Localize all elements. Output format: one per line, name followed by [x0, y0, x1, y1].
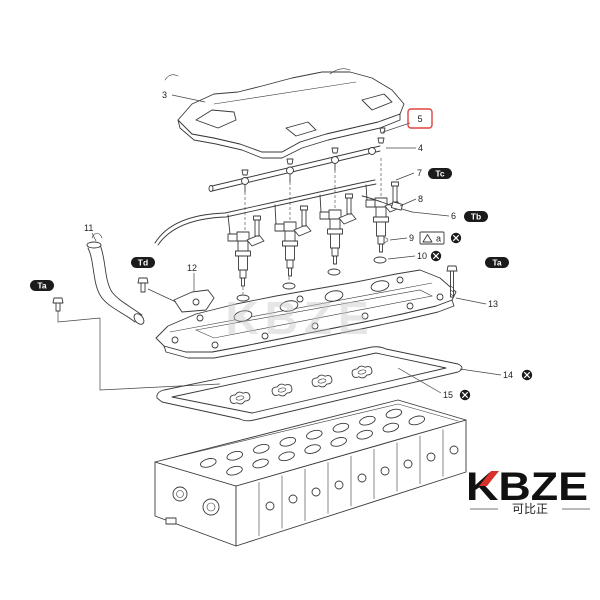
- head-port: [357, 473, 367, 483]
- callout-5: 5: [417, 114, 422, 124]
- torque-tag-tc-label: Tc: [435, 169, 445, 179]
- torque-tag-tc: Tc: [428, 168, 452, 179]
- bolt-td: [137, 277, 149, 293]
- symbol-note-letter: a: [436, 234, 441, 244]
- plug-tube-seal: [270, 381, 294, 399]
- head-port: [288, 494, 298, 504]
- callout-6: 6: [451, 211, 456, 221]
- leader-lines: [57, 94, 502, 394]
- head-port: [265, 501, 275, 511]
- callout-15: 15: [443, 390, 453, 400]
- watermark: KBZE: [225, 292, 374, 344]
- cylinder-head-ribs: [258, 429, 459, 536]
- cam-lobe: [226, 465, 243, 476]
- head-port: [449, 445, 459, 455]
- cylinder-head-cover: [155, 269, 457, 359]
- callout-7: 7: [417, 168, 422, 178]
- brand-logo: KBZE 可比正: [466, 465, 590, 516]
- bolt-ta-right: [446, 265, 458, 298]
- injector-clamp: [338, 193, 357, 225]
- circled-x-icon: [430, 250, 442, 262]
- torque-tag-ta-left: Ta: [30, 280, 54, 291]
- torque-tag-tb-label: Tb: [471, 212, 481, 222]
- head-port: [426, 452, 436, 462]
- camshaft-lobes: [200, 408, 426, 476]
- head-port: [380, 466, 390, 476]
- engine-top-cover: [164, 68, 405, 159]
- symbol-note-a: a: [419, 231, 445, 245]
- logo-accent: [479, 471, 499, 486]
- torque-tag-td-label: Td: [138, 258, 148, 268]
- callout-12: 12: [187, 263, 197, 273]
- plug-tube-seal: [310, 372, 334, 390]
- cam-lobe: [356, 429, 373, 440]
- head-port: [403, 459, 413, 469]
- cam-lobe: [279, 436, 297, 447]
- bracket: [173, 289, 215, 313]
- cam-lobe: [382, 422, 400, 433]
- callout-14: 14: [503, 370, 513, 380]
- callout-11: 11: [84, 223, 93, 233]
- cam-lobe: [252, 458, 269, 469]
- cam-lobe: [330, 437, 347, 447]
- brand-logo-text: KBZE: [466, 465, 588, 509]
- head-port: [311, 487, 321, 497]
- callout-13: 13: [488, 299, 498, 309]
- torque-tag-tb: Tb: [464, 211, 488, 222]
- callout-4: 4: [418, 143, 423, 153]
- bolt-ta-left: [52, 297, 64, 312]
- circled-x-icon: [459, 389, 471, 401]
- torque-tag-ta-left-label: Ta: [37, 281, 47, 291]
- triangle-icon: [422, 234, 433, 243]
- cam-lobe: [226, 450, 244, 461]
- injector-clamp: [246, 215, 265, 247]
- cam-lobe: [359, 415, 376, 426]
- cam-lobe: [408, 415, 426, 426]
- cam-lobe: [385, 408, 403, 419]
- harness-connector: [390, 201, 404, 211]
- plug-tube-seal: [350, 363, 374, 381]
- circled-x-icon: [450, 232, 462, 244]
- cam-lobe: [278, 451, 295, 462]
- plug-tube-seals: [228, 363, 374, 407]
- cam-lobe: [332, 422, 350, 433]
- injector-washers: [236, 237, 389, 302]
- circled-x-icon: [521, 369, 533, 381]
- cam-lobe: [200, 458, 217, 468]
- breather-hose: [86, 233, 145, 325]
- cylinder-head: [154, 399, 467, 547]
- cam-lobe: [304, 444, 321, 454]
- head-port: [334, 480, 344, 490]
- callout-10: 10: [417, 251, 427, 261]
- injector-clamp: [293, 205, 312, 237]
- callout-labels: 3 5 4 7 8 6 9 10 11 12 13 14 15: [84, 90, 513, 400]
- fuel-rail: [208, 145, 381, 193]
- cam-lobe: [306, 429, 323, 440]
- callout-9: 9: [409, 233, 414, 243]
- injector-harness: [154, 179, 413, 246]
- highlight-box-5: [407, 108, 433, 129]
- alignment-lines: [242, 158, 382, 294]
- cam-lobe: [253, 443, 270, 454]
- cover-bolt-bosses: [171, 276, 444, 349]
- callout-8: 8: [418, 194, 423, 204]
- torque-tag-ta-right: Ta: [485, 257, 509, 268]
- callout-3: 3: [162, 90, 167, 100]
- torque-tag-ta-right-label: Ta: [492, 258, 502, 268]
- plug-tube-seal: [228, 389, 252, 407]
- torque-tag-td: Td: [131, 257, 155, 268]
- brand-logo-subtitle: 可比正: [512, 502, 548, 516]
- cylinder-head-cover-gasket: [156, 346, 463, 422]
